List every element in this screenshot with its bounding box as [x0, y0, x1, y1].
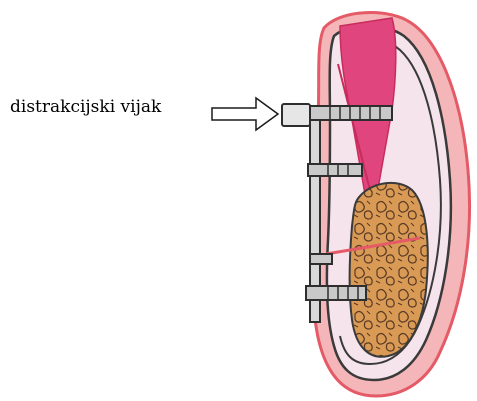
pointer-arrow	[212, 98, 278, 130]
distraction-screw-head	[282, 104, 310, 126]
screw-lower-1	[310, 254, 332, 264]
screw-label: distrakcijski vijak	[10, 97, 162, 117]
bone-segment	[350, 183, 428, 357]
screw-middle	[308, 164, 362, 176]
screw-upper	[300, 106, 392, 120]
screw-lower-2	[306, 286, 366, 300]
